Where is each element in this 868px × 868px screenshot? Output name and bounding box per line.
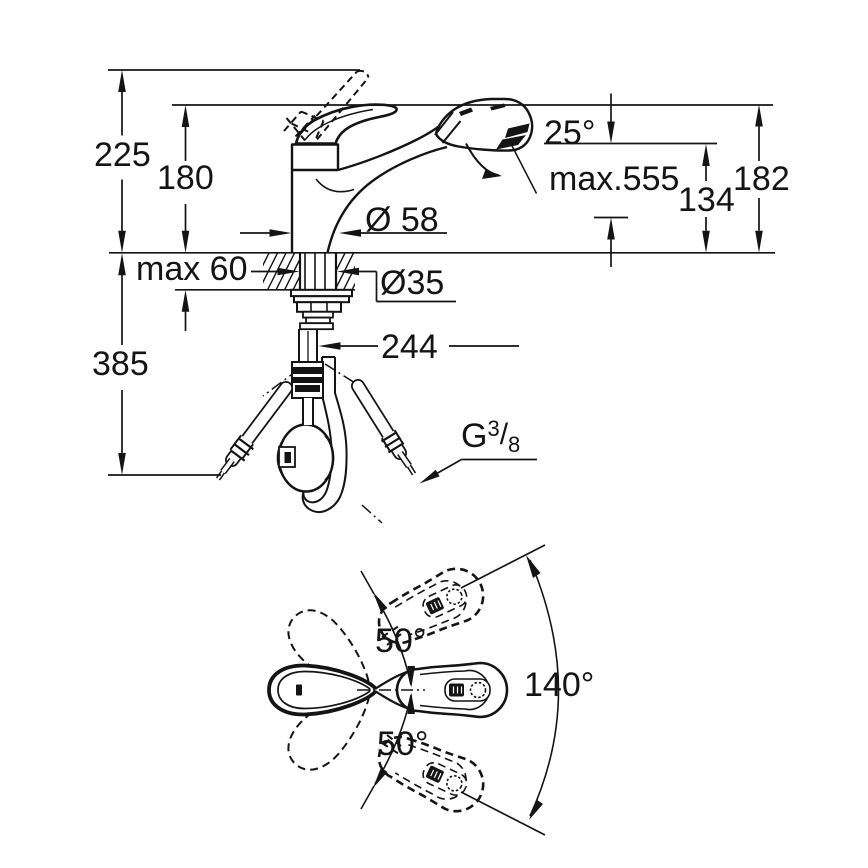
label-body-diameter: Ø 58	[365, 201, 439, 239]
spray-head-side	[434, 97, 534, 152]
lever-handle-side	[283, 69, 398, 145]
label-max-pullout: max.555	[549, 160, 680, 198]
dim-50-up	[360, 570, 415, 688]
label-thread-size: G3/8	[461, 416, 520, 456]
label-max-counter: max 60	[136, 250, 248, 288]
under-counter-assembly	[215, 252, 417, 524]
dim-180	[181, 105, 190, 253]
dim-182	[755, 104, 763, 253]
dim-dia35-box	[375, 271, 456, 303]
label-body-height: 180	[157, 159, 214, 197]
dim-134	[702, 144, 710, 253]
thread-slash: /	[499, 418, 509, 451]
dim-25deg	[607, 93, 615, 267]
thread-sup: 3	[487, 416, 500, 441]
lever-handle-top	[267, 663, 379, 717]
label-outlet-height: 134	[678, 181, 735, 219]
flex-hose-right	[351, 379, 417, 476]
dim-244	[318, 342, 519, 350]
label-swivel-upper: 50°	[375, 622, 427, 660]
lever-handle-raised-dashed	[283, 69, 370, 143]
label-hole-diameter: Ø35	[380, 264, 445, 302]
label-head-angle: 25°	[544, 114, 596, 152]
side-view-faucet	[215, 69, 538, 524]
label-swivel-total: 140°	[524, 666, 595, 704]
flex-hose-left	[215, 381, 293, 481]
dim-max60	[181, 267, 377, 331]
dim-dia58	[240, 229, 447, 237]
label-under-counter: 385	[92, 345, 149, 383]
label-overall-height: 225	[94, 136, 151, 174]
dim-140	[526, 555, 560, 820]
head-angle-indicator	[465, 139, 538, 194]
dim-50-down	[360, 692, 415, 810]
label-hose-drop: 244	[381, 328, 438, 366]
dim-225	[118, 70, 126, 253]
dim-385	[118, 253, 126, 475]
dim-g38-leader	[419, 458, 537, 484]
thread-g: G	[461, 417, 488, 455]
thread-sub: 8	[508, 432, 521, 457]
top-view-swivel	[267, 544, 560, 836]
side-view-dimensions	[108, 69, 775, 484]
label-swivel-lower: 50°	[377, 725, 429, 763]
label-head-top-height: 182	[733, 160, 790, 198]
faucet-body-spout	[290, 119, 463, 254]
